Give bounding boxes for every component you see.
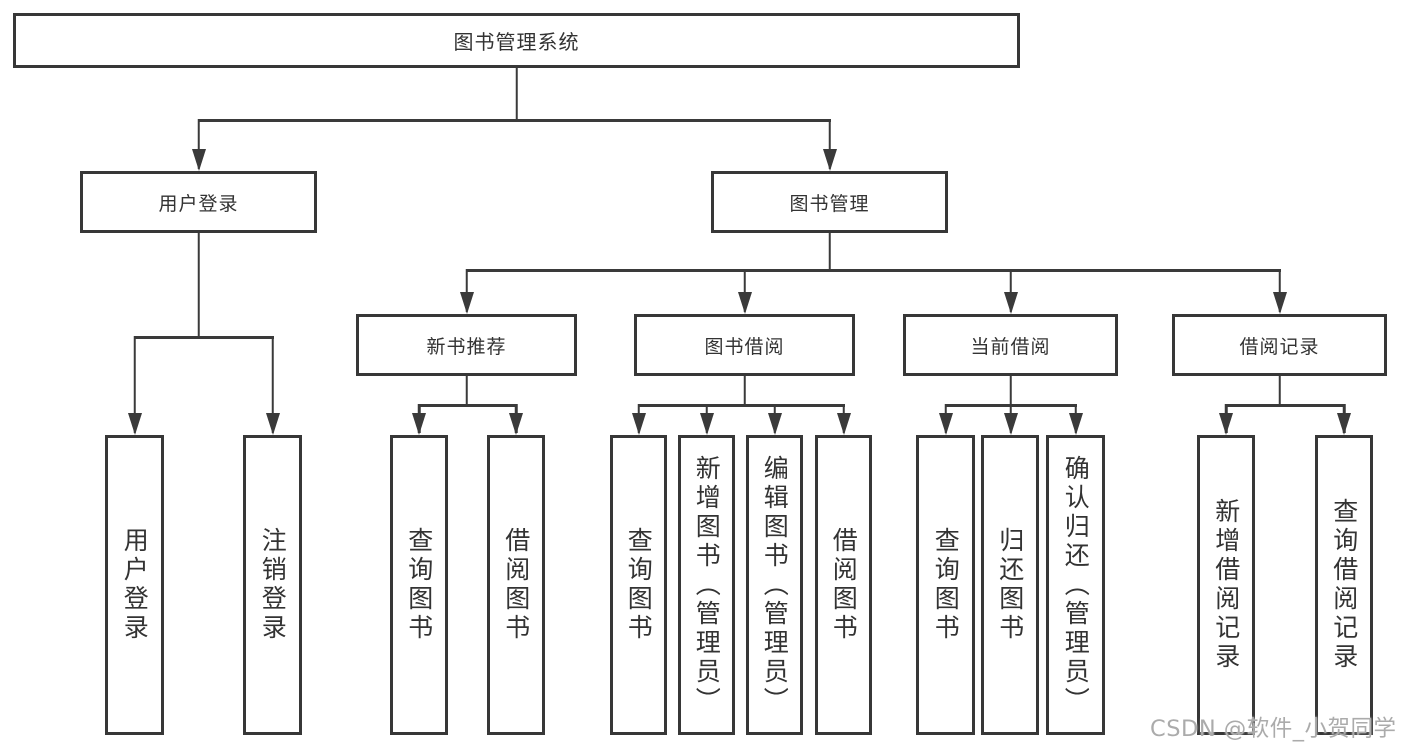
arrow-to-borrow-records <box>1272 292 1287 314</box>
leaf-query-books-2: 查询图书 <box>610 435 667 735</box>
arrow-to-leaf-query-books-3 <box>938 413 953 435</box>
node-library-management-system: 图书管理系统 <box>13 13 1020 68</box>
arrow-to-leaf-add-books <box>699 413 714 435</box>
node-borrow-records: 借阅记录 <box>1172 314 1387 376</box>
leaf-borrow-books-2: 借阅图书 <box>815 435 872 735</box>
connector-borrow-records-drop <box>1278 376 1281 406</box>
arrow-to-leaf-query-books-2 <box>631 413 646 435</box>
leaf-query-books-3: 查询图书 <box>916 435 975 735</box>
leaf-logout: 注销登录 <box>243 435 302 735</box>
arrow-to-current-borrowing <box>1003 292 1018 314</box>
leaf-add-books-admin: 新增图书（管理员） <box>678 435 735 735</box>
leaf-edit-books-admin: 编辑图书（管理员） <box>746 435 803 735</box>
arrow-to-book-borrowing <box>737 292 752 314</box>
connector-to-leaf-logout <box>271 336 274 433</box>
arrow-to-leaf-borrow-books-2 <box>836 413 851 435</box>
connector-user-login-bar <box>133 336 274 339</box>
connector-book-management-bar <box>465 269 1281 272</box>
leaf-query-books-1: 查询图书 <box>390 435 448 735</box>
connector-root-drop <box>515 68 518 121</box>
csdn-watermark: CSDN @软件_小贺同学 <box>1150 716 1397 742</box>
connector-book-borrowing-drop <box>743 376 746 406</box>
connector-new-book-recommend-bar <box>418 404 517 407</box>
node-current-borrowing: 当前借阅 <box>903 314 1118 376</box>
arrow-to-leaf-user-login <box>127 413 142 435</box>
connector-to-borrow-records <box>1278 269 1281 312</box>
connector-new-book-recommend-drop <box>465 376 468 406</box>
connector-to-new-book-recommend <box>465 269 468 312</box>
arrow-to-book-management <box>822 149 837 171</box>
leaf-confirm-return-admin: 确认归还（管理员） <box>1046 435 1105 735</box>
connector-current-borrowing-drop <box>1009 376 1012 406</box>
connector-to-book-borrowing <box>743 269 746 312</box>
connector-book-management-drop <box>828 233 831 271</box>
arrow-to-leaf-confirm-return <box>1068 413 1083 435</box>
leaf-user-login: 用户登录 <box>105 435 164 735</box>
arrow-to-leaf-edit-books <box>767 413 782 435</box>
arrow-to-new-book-recommend <box>459 292 474 314</box>
node-book-borrowing: 图书借阅 <box>634 314 855 376</box>
node-book-management: 图书管理 <box>711 171 948 233</box>
leaf-borrow-books-1: 借阅图书 <box>487 435 545 735</box>
connector-to-leaf-user-login <box>133 336 136 433</box>
connector-book-borrowing-bar <box>637 404 845 407</box>
arrow-to-leaf-add-borrow-record <box>1219 413 1233 435</box>
leaf-query-borrow-record: 查询借阅记录 <box>1315 435 1373 735</box>
arrow-to-user-login <box>191 149 206 171</box>
leaf-return-books: 归还图书 <box>981 435 1039 735</box>
node-new-book-recommend: 新书推荐 <box>356 314 577 376</box>
arrow-to-leaf-logout <box>265 413 280 435</box>
arrow-to-leaf-return-books <box>1003 413 1018 435</box>
arrow-to-leaf-query-borrow-record <box>1337 413 1351 435</box>
leaf-add-borrow-record: 新增借阅记录 <box>1197 435 1255 735</box>
connector-to-current-borrowing <box>1009 269 1012 312</box>
connector-root-to-book-management <box>828 119 831 169</box>
arrow-to-leaf-query-books-1 <box>412 413 426 435</box>
arrow-to-leaf-borrow-books-1 <box>509 413 523 435</box>
connector-user-login-drop <box>197 233 200 338</box>
connector-root-bar <box>197 119 831 122</box>
connector-borrow-records-bar <box>1225 404 1345 407</box>
node-user-login: 用户登录 <box>80 171 317 233</box>
connector-root-to-user-login <box>197 119 200 169</box>
